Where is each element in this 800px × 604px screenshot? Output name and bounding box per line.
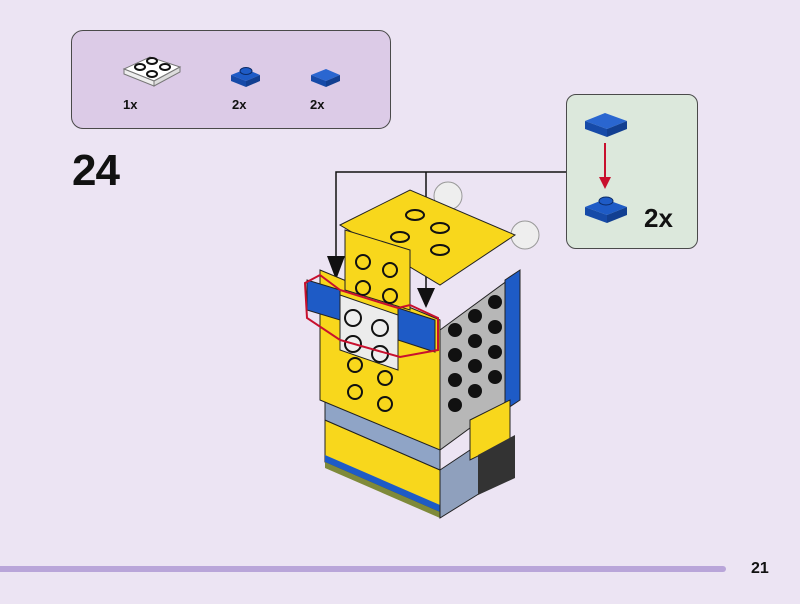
callout-qty: 2x xyxy=(644,203,673,233)
arrow-down-icon xyxy=(417,288,435,308)
sub-assembly-callout: 2x xyxy=(566,94,698,249)
part-qty: 1x xyxy=(123,97,138,112)
page-divider-bar xyxy=(0,566,726,572)
part-qty: 2x xyxy=(310,97,325,112)
part-qty: 2x xyxy=(232,97,247,112)
arrow-down-icon xyxy=(327,256,345,280)
parts-list-panel: 1x 2x 2x xyxy=(71,30,391,129)
highlight-outline xyxy=(303,273,439,359)
page-number: 21 xyxy=(751,560,769,577)
blue-tile-1x1-icon xyxy=(311,69,340,87)
tile-on-plate-icon xyxy=(585,113,627,223)
step-number: 24 xyxy=(72,146,120,195)
blue-plate-1x1-icon xyxy=(231,67,260,87)
white-plate-2x2-icon xyxy=(122,56,182,87)
